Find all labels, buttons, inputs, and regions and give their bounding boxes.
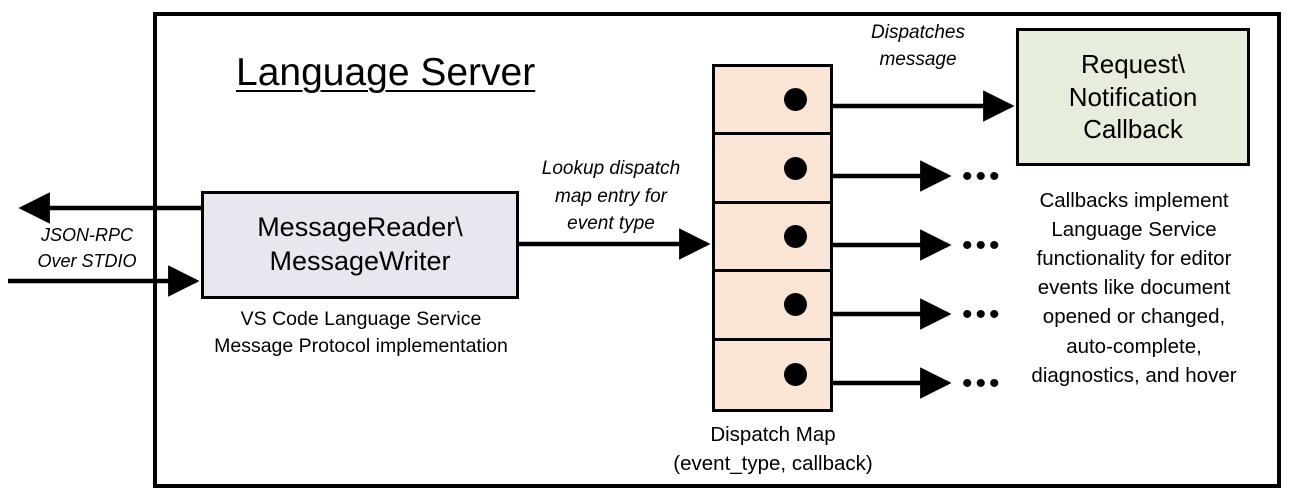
transport-label-line2: Over STDIO [37,251,137,272]
filled-circle-icon [784,224,807,248]
callback-caption-line4: events like document [1037,276,1231,300]
callback-caption-line7: diagnostics, and hover [1031,363,1237,387]
callback-box-line2: Notification [1068,81,1198,112]
language-server-container [153,12,1281,488]
message-reader-label: MessageReader\ [257,212,463,243]
message-writer-label: MessageWriter [269,246,451,276]
callback-box-line3: Callback [1083,114,1183,145]
lookup-dispatch-label: Lookup dispatch map entry for event type [516,155,706,238]
dispatch-map-caption-line2: (event_type, callback) [673,451,873,475]
callback-caption-line5: opened or changed, [1042,305,1226,329]
request-notification-callback-box[interactable]: Request\ Notification Callback [1016,28,1250,166]
callback-box-line1: Request\ [1080,49,1186,80]
filled-circle-icon [784,363,807,387]
ellipsis-row-3: ••• [962,229,1003,262]
filled-circle-icon [784,156,807,180]
dispatch-map-caption: Dispatch Map (event_type, callback) [638,421,908,478]
transport-label-line1: JSON-RPC [40,225,133,245]
page-title: Language Server [236,51,576,95]
dispatches-message-label-line1: Dispatches [871,22,965,43]
callback-caption-line2: Language Service [1051,218,1217,242]
filled-circle-icon [784,88,807,112]
message-reader-writer-box[interactable]: MessageReader\ MessageWriter [201,191,519,299]
filled-circle-icon [784,293,807,317]
ellipsis-row-4: ••• [962,298,1003,331]
dispatches-message-label-line2: message [879,48,957,70]
ellipsis-row-5: ••• [962,367,1003,400]
page-title-text: Language Server [236,51,536,94]
dispatch-map-row-3[interactable] [715,203,830,273]
dispatch-map-row-5[interactable] [715,340,830,409]
message-reader-writer-caption-line2: Message Protocol implementation [214,335,508,358]
transport-label: JSON-RPC Over STDIO [22,222,152,274]
dispatches-message-label: Dispatches message [838,20,998,73]
lookup-dispatch-label-line2: map entry for [555,185,667,207]
ellipsis-row-2: ••• [962,160,1003,193]
dispatch-map-table[interactable] [712,64,833,412]
message-reader-writer-caption-line1: VS Code Language Service [240,308,482,330]
dispatch-map-row-4[interactable] [715,272,830,341]
message-reader-writer-caption: VS Code Language Service Message Protoco… [181,306,541,361]
callback-caption-line1: Callbacks implement [1039,189,1229,212]
callback-caption-line3: functionality for editor [1036,247,1232,271]
dispatch-map-row-1[interactable] [715,67,830,136]
lookup-dispatch-label-line3: event type [567,213,655,235]
callback-caption-line6: auto-complete, [1066,334,1202,358]
dispatch-map-row-2[interactable] [715,135,830,204]
callback-caption: Callbacks implement Language Service fun… [1005,186,1263,390]
dispatch-map-caption-line1: Dispatch Map [710,423,836,446]
lookup-dispatch-label-line1: Lookup dispatch [541,158,681,179]
